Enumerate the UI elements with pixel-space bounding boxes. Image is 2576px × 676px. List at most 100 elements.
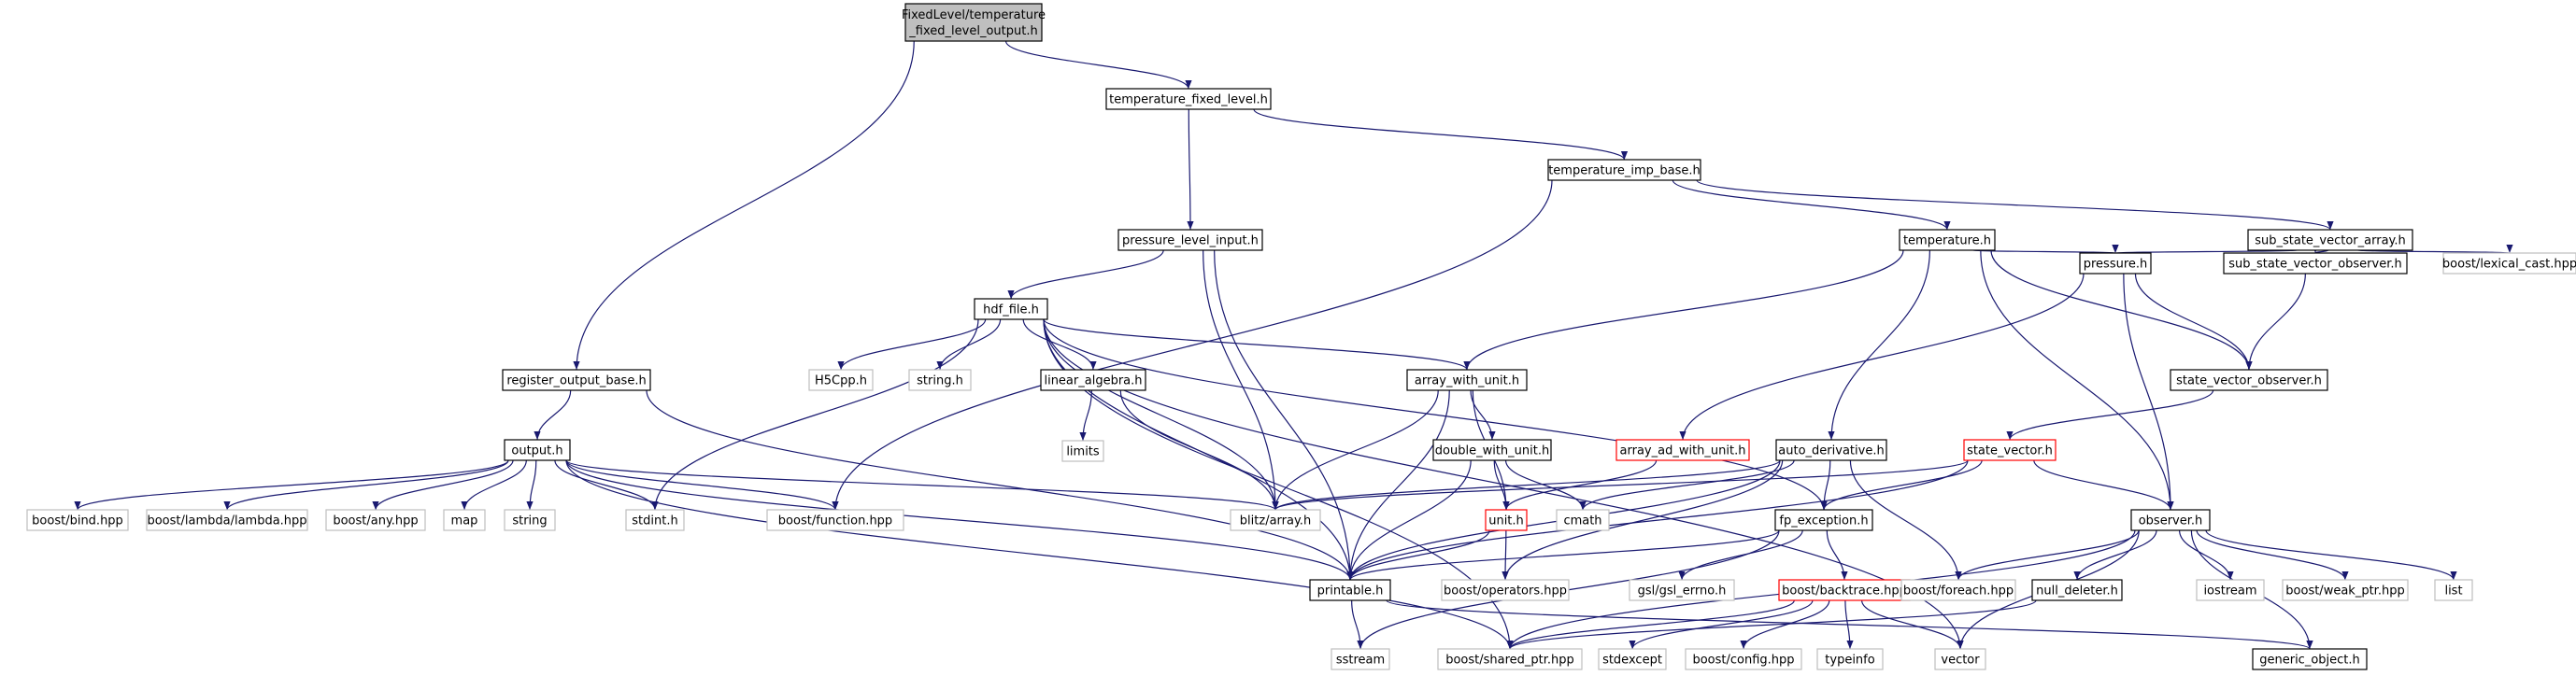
node-boost-lambda: boost/lambda/lambda.hpp <box>146 509 308 531</box>
node-box <box>1685 648 1802 670</box>
node-root[interactable]: FixedLevel/temperature_fixed_level_outpu… <box>902 3 1046 42</box>
node-stdint: stdint.h <box>625 509 685 531</box>
node-auto-derivative[interactable]: auto_derivative.h <box>1775 439 1887 461</box>
node-box <box>443 509 486 531</box>
node-box <box>2223 252 2408 275</box>
node-null-deleter[interactable]: null_deleter.h <box>2031 579 2123 601</box>
node-box <box>1934 648 1986 670</box>
node-boost-bind: boost/bind.hpp <box>26 509 129 531</box>
edges-layer <box>74 40 2512 650</box>
edge-pressure_level_input-to-hdf_file <box>1007 249 1164 300</box>
node-label: boost/config.hpp <box>1692 654 1794 668</box>
node-box <box>1900 579 2016 601</box>
node-label: boost/shared_ptr.hpp <box>1445 654 1574 668</box>
node-label: boost/lambda/lambda.hpp <box>147 514 306 528</box>
node-label: vector <box>1941 654 1980 668</box>
edge-temperature-to-auto_derivative <box>1828 249 1930 441</box>
node-box <box>2130 509 2211 531</box>
node-label: temperature.h <box>1903 234 1991 248</box>
edge-state_vector_observer-to-state_vector <box>2006 389 2214 441</box>
node-register-output-base[interactable]: register_output_base.h <box>502 369 651 391</box>
edge-fp_exception-to-sstream <box>1357 529 1780 650</box>
edge-fp_exception-to-gsl_errno <box>1678 529 1803 581</box>
node-label: boost/function.hpp <box>778 514 892 528</box>
edge-pressure_level_input-to-printable <box>1214 249 1354 581</box>
edge-hdf_file-to-fp_exception <box>1043 318 1828 511</box>
node-box <box>2196 579 2265 601</box>
node-box <box>2252 648 2368 670</box>
node-printable[interactable]: printable.h <box>1309 579 1391 601</box>
node-boost-config: boost/config.hpp <box>1685 648 1802 670</box>
edge-hdf_file-to-h5cpp <box>837 318 987 371</box>
node-boost-foreach: boost/foreach.hpp <box>1900 579 2016 601</box>
node-label: boost/weak_ptr.hpp <box>2285 584 2404 599</box>
node-double-with-unit[interactable]: double_with_unit.h <box>1432 439 1552 461</box>
node-label: state_vector_observer.h <box>2176 374 2322 388</box>
node-box <box>1432 439 1552 461</box>
node-output[interactable]: output.h <box>504 439 571 461</box>
node-h5cpp: H5Cpp.h <box>808 369 874 391</box>
node-pressure[interactable]: pressure.h <box>2079 252 2152 275</box>
edge-output-to-boost_shared_ptr <box>565 459 1514 650</box>
node-sub-state-vector-observer[interactable]: sub_state_vector_observer.h <box>2223 252 2408 275</box>
node-box <box>1629 579 1735 601</box>
edge-auto_derivative-to-boost_foreach <box>1849 459 1962 581</box>
edge-array_with_unit-to-printable <box>1346 389 1450 581</box>
node-box <box>504 509 556 531</box>
node-generic-object[interactable]: generic_object.h <box>2252 648 2368 670</box>
node-pressure-level-input[interactable]: pressure_level_input.h <box>1117 229 1263 251</box>
edge-register_output_base-to-output <box>534 389 572 441</box>
node-label: stdint.h <box>632 514 677 528</box>
edge-null_deleter-to-boost_shared_ptr <box>1506 599 2037 650</box>
node-temperature-imp-base[interactable]: temperature_imp_base.h <box>1547 159 1701 181</box>
edge-array_ad_with_unit-to-unit <box>1502 459 1658 511</box>
edge-linear_algebra-to-limits <box>1079 389 1092 442</box>
edge-hdf_file-to-string_h <box>936 318 1002 371</box>
edge-auto_derivative-to-cmath <box>1579 459 1795 511</box>
edge-linear_algebra-to-blitz_array <box>1119 389 1279 511</box>
node-fp-exception[interactable]: fp_exception.h <box>1774 509 1873 531</box>
node-state-vector-observer[interactable]: state_vector_observer.h <box>2170 369 2328 391</box>
node-label: output.h <box>511 444 562 458</box>
node-boost-backtrace[interactable]: boost/backtrace.hpp <box>1778 579 1911 601</box>
node-label: null_deleter.h <box>2036 584 2118 599</box>
node-box <box>1309 579 1391 601</box>
node-box <box>904 3 1043 42</box>
edge-pressure-to-observer <box>2123 273 2174 511</box>
edge-hdf_file-to-linear_algebra <box>1022 318 1097 371</box>
node-sub-state-vector-array[interactable]: sub_state_vector_array.h <box>2247 229 2413 251</box>
node-unit[interactable]: unit.h <box>1485 509 1528 531</box>
node-box <box>325 509 426 531</box>
node-hdf-file[interactable]: hdf_file.h <box>974 298 1048 320</box>
node-temperature-fixed-level[interactable]: temperature_fixed_level.h <box>1105 88 1272 110</box>
node-array-ad-with-unit[interactable]: array_ad_with_unit.h <box>1615 439 1750 461</box>
node-box <box>1406 369 1528 391</box>
node-temperature[interactable]: temperature.h <box>1899 229 1996 251</box>
node-label: array_with_unit.h <box>1415 374 1519 388</box>
node-state-vector[interactable]: state_vector.h <box>1963 439 2057 461</box>
node-box <box>808 369 874 391</box>
node-iostream: iostream <box>2196 579 2265 601</box>
edge-auto_derivative-to-blitz_array <box>1272 459 1781 511</box>
edge-temperature-to-observer <box>1980 249 2174 511</box>
node-box <box>766 509 904 531</box>
node-label: register_output_base.h <box>506 374 646 388</box>
node-label: pressure.h <box>2084 258 2148 272</box>
edge-temperature-to-array_with_unit <box>1463 249 1904 371</box>
edge-unit-to-boost_operators <box>1501 529 1509 581</box>
nodes-layer: FixedLevel/temperature_fixed_level_outpu… <box>26 3 2576 670</box>
edge-hdf_file-to-array_with_unit <box>1043 318 1471 371</box>
node-box <box>1774 509 1873 531</box>
node-linear-algebra[interactable]: linear_algebra.h <box>1040 369 1146 391</box>
node-label: boost/foreach.hpp <box>1903 584 2014 599</box>
node-array-with-unit[interactable]: array_with_unit.h <box>1406 369 1528 391</box>
node-box <box>26 509 129 531</box>
edge-root-to-register_output_base <box>573 40 915 371</box>
edge-state_vector-to-blitz_array <box>1272 459 1969 511</box>
node-observer[interactable]: observer.h <box>2130 509 2211 531</box>
node-boost-lexical-cast: boost/lexical_cast.hpp <box>2442 252 2576 275</box>
node-label: printable.h <box>1317 584 1384 599</box>
node-box <box>504 439 571 461</box>
node-box <box>908 369 972 391</box>
edge-observer-to-boost_weak_ptr <box>2196 529 2349 581</box>
